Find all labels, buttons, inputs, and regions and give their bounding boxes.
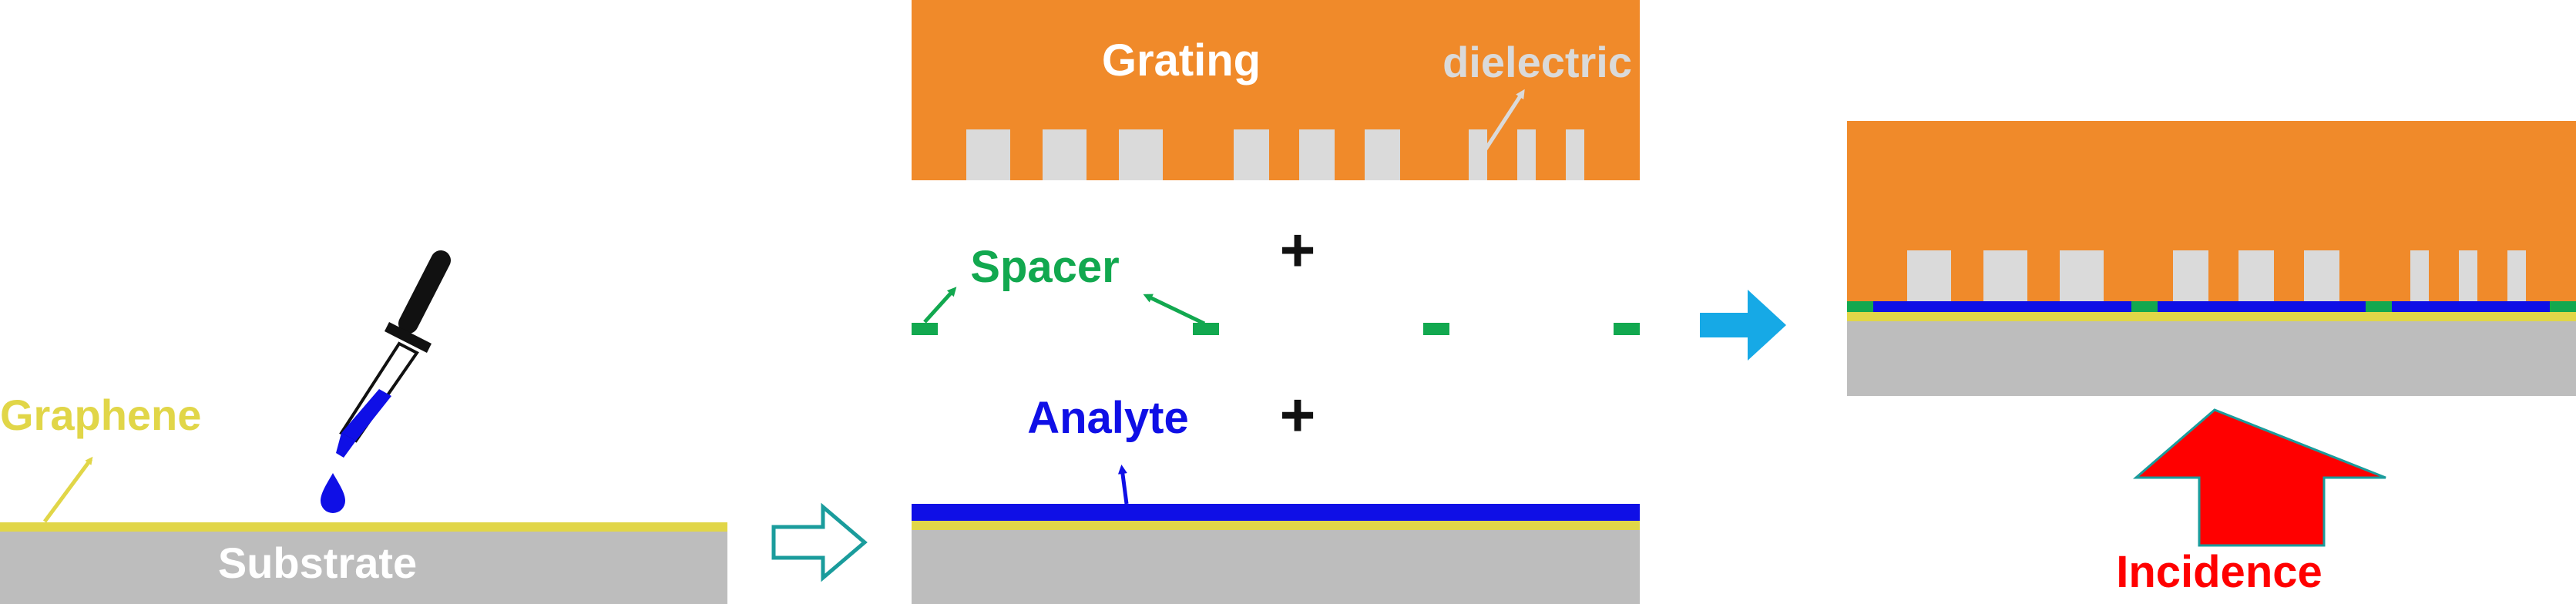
graphene-pointer-arrow: [42, 456, 93, 523]
dielectric-fillings-assembled: [1907, 250, 2526, 301]
pipette-icon: [336, 250, 451, 458]
analyte-layer-assembled: [1847, 301, 2576, 312]
graphene-layer: [0, 522, 727, 532]
plus-sign-top: +: [1280, 216, 1316, 284]
dielectric-fillings: [966, 129, 1584, 180]
panel-components: Grating dielectric + Spacer + Analyte: [912, 0, 1786, 604]
droplet-icon: [321, 473, 345, 513]
spacer-pieces: [912, 323, 1640, 335]
plus-sign-bottom: +: [1280, 381, 1316, 449]
dielectric-label: dielectric: [1442, 38, 1632, 86]
grating-label: Grating: [1102, 35, 1261, 86]
hollow-arrow-icon[interactable]: [771, 502, 868, 582]
analyte-label: Analyte: [1027, 393, 1189, 443]
grating-block-assembled: [1847, 121, 2576, 301]
dielectric-pointer-arrow: [1477, 89, 1525, 160]
analyte-pointer-arrow: [1117, 465, 1129, 505]
graphene-layer-2: [912, 521, 1640, 530]
spacer-label: Spacer: [970, 242, 1119, 292]
analyte-layer: [912, 504, 1640, 521]
panel-assembled: Incidence: [1847, 121, 2576, 597]
substrate-layer-assembled: [1847, 321, 2576, 396]
graphene-label: Graphene: [0, 391, 201, 439]
up-arrow-icon: [2132, 408, 2386, 547]
substrate-layer: [0, 532, 727, 604]
substrate-label: Substrate: [218, 539, 417, 587]
graphene-layer-assembled: [1847, 312, 2576, 321]
panel-substrate: Substrate Graphene: [0, 250, 868, 604]
incidence-label: Incidence: [2116, 547, 2322, 597]
spacer-pointer-arrow-left: [923, 287, 957, 324]
spacer-pointer-arrow-right: [1143, 294, 1206, 326]
spacer-pieces-assembled: [1847, 301, 2576, 312]
solid-arrow-icon[interactable]: [1700, 290, 1786, 361]
substrate-layer-2: [912, 530, 1640, 604]
